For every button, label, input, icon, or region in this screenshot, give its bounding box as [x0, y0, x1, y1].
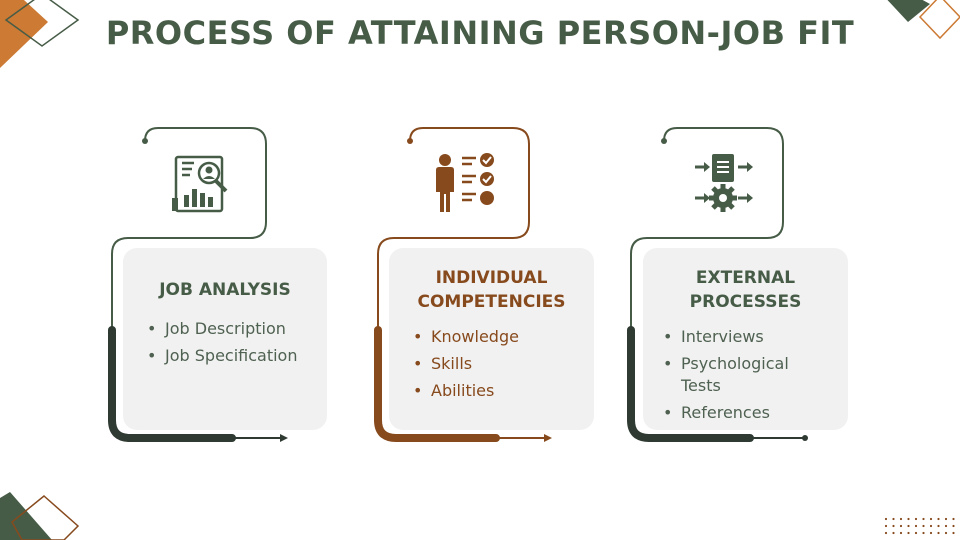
decor-dot — [892, 524, 895, 528]
list-item: Abilities — [403, 380, 594, 402]
step-3-connector — [627, 127, 808, 442]
list-item: Knowledge — [403, 326, 594, 348]
decor-dot — [907, 524, 910, 528]
step-title: JOB ANALYSIS — [159, 280, 291, 300]
decor-dot — [929, 524, 933, 528]
page-title: PROCESS OF ATTAINING PERSON-JOB FIT — [105, 14, 855, 52]
step-title: EXTERNAL PROCESSES — [689, 268, 802, 312]
decor-dot — [884, 517, 888, 521]
corner-diamond-top-left — [0, 0, 48, 68]
list-item: Psychological Tests — [653, 353, 823, 397]
decor-dot — [907, 517, 910, 521]
decor-dot — [899, 517, 903, 521]
step-card-job-analysis: JOB ANALYSIS Job Description Job Specifi… — [123, 248, 327, 430]
decor-dot — [922, 531, 925, 535]
decor-dot — [944, 517, 948, 521]
decor-dot — [914, 531, 918, 535]
decor-dot — [884, 524, 888, 528]
step-title: INDIVIDUAL COMPETENCIES — [417, 268, 566, 312]
list-item: References — [653, 402, 823, 424]
decor-dot — [937, 517, 940, 521]
list-item: Job Description — [137, 318, 307, 340]
step-items: Job Description Job Specification — [137, 318, 307, 367]
decor-dot — [929, 517, 933, 521]
list-item: Job Specification — [137, 345, 307, 367]
corner-diamond-outline-top-right — [918, 0, 960, 40]
decor-dot — [892, 517, 895, 521]
step-items: Knowledge Skills Abilities — [403, 326, 594, 402]
decor-dot — [937, 531, 940, 535]
decor-dot — [922, 517, 925, 521]
decor-dot — [952, 524, 955, 528]
decor-dot — [922, 524, 925, 528]
job-analysis-icon — [172, 155, 228, 213]
decor-dot — [944, 531, 948, 535]
step-card-external-processes: EXTERNAL PROCESSES Interviews Psychologi… — [643, 248, 848, 430]
person-checklist-icon — [436, 153, 494, 212]
decor-dot — [952, 517, 955, 521]
decor-dot — [892, 531, 895, 535]
decor-dot — [899, 524, 903, 528]
list-item: Skills — [403, 353, 594, 375]
decor-dot — [907, 531, 910, 535]
dot-grid — [884, 517, 955, 535]
corner-diamond-bottom-left — [0, 492, 52, 540]
decor-dot — [929, 531, 933, 535]
decor-dot — [899, 531, 903, 535]
decor-dot — [884, 531, 888, 535]
step-2-connector — [374, 127, 552, 442]
corner-diamond-outline-bottom-left — [11, 495, 80, 540]
process-gear-icon — [695, 154, 753, 212]
decor-dot — [952, 531, 955, 535]
list-item: Interviews — [653, 326, 823, 348]
corner-diamond-outline-top-left — [4, 0, 80, 47]
decor-dot — [944, 524, 948, 528]
step-items: Interviews Psychological Tests Reference… — [653, 326, 823, 424]
decor-dot — [937, 524, 940, 528]
decor-dot — [914, 524, 918, 528]
corner-diamond-top-right — [887, 0, 930, 22]
decor-dot — [914, 517, 918, 521]
step-card-individual-competencies: INDIVIDUAL COMPETENCIES Knowledge Skills… — [389, 248, 594, 430]
step-1-connector — [108, 127, 288, 442]
